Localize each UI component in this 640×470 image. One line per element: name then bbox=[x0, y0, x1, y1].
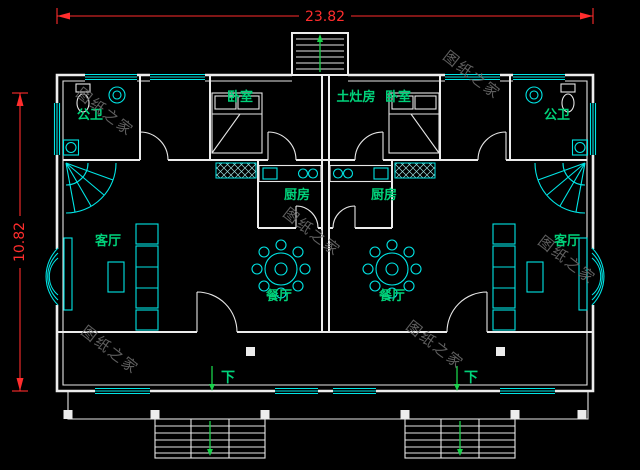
entrance-steps-right bbox=[404, 418, 516, 459]
dining-table-left bbox=[251, 239, 311, 299]
dim-arrow-icon bbox=[580, 12, 593, 20]
bed-right bbox=[388, 92, 440, 154]
doors bbox=[139, 131, 507, 333]
bay-window-right bbox=[588, 247, 605, 306]
window bbox=[52, 103, 62, 155]
dimension-height-label: 10.82 bbox=[12, 222, 28, 262]
dimension-left: 10.82 bbox=[12, 92, 29, 392]
down-arrow-icon bbox=[207, 449, 213, 456]
door-bedroom-right bbox=[354, 131, 384, 161]
label-down-right: 下 bbox=[464, 370, 478, 386]
column bbox=[496, 347, 505, 356]
watermark-text: 图纸之家 bbox=[78, 322, 143, 378]
bay-window-left bbox=[45, 247, 62, 306]
tv-cabinet-left bbox=[63, 237, 73, 311]
column bbox=[246, 347, 255, 356]
kitchen-right-counter bbox=[329, 164, 393, 183]
down-arrow-icon bbox=[209, 384, 215, 391]
dimension-width-label: 23.82 bbox=[305, 9, 345, 25]
windows bbox=[45, 72, 605, 396]
dim-arrow-icon bbox=[16, 378, 24, 391]
door-kitchen-right bbox=[332, 205, 356, 229]
interior-walls bbox=[57, 74, 593, 333]
wardrobe-right bbox=[394, 162, 436, 179]
label-bedroom-left: 卧室 bbox=[227, 89, 253, 105]
label-living-right: 客厅 bbox=[554, 233, 580, 249]
down-arrow-icon bbox=[457, 449, 463, 456]
down-arrow-icon bbox=[454, 384, 460, 391]
coffee-table-right bbox=[526, 261, 544, 293]
entrance-steps-left bbox=[154, 418, 266, 459]
label-bath-right: 公卫 bbox=[544, 108, 570, 123]
label-bath-left: 公卫 bbox=[77, 108, 103, 123]
exterior-stair-top bbox=[291, 32, 349, 76]
window bbox=[500, 386, 555, 396]
dimension-top: 23.82 bbox=[56, 7, 594, 25]
window bbox=[588, 103, 598, 155]
window bbox=[445, 72, 500, 82]
tv-cabinet-right bbox=[578, 237, 588, 311]
party-wall bbox=[321, 74, 330, 333]
window bbox=[275, 386, 318, 396]
spiral-stair-right bbox=[534, 162, 586, 214]
window bbox=[85, 72, 137, 82]
label-dining-left: 餐厅 bbox=[265, 288, 292, 304]
window bbox=[513, 72, 565, 82]
bathroom-right-fixtures bbox=[525, 83, 589, 156]
label-bedroom-right: 卧室 bbox=[385, 89, 411, 105]
label-living-left: 客厅 bbox=[95, 233, 121, 249]
door-kitchen-left bbox=[295, 205, 319, 229]
kitchen-left-counter bbox=[258, 164, 322, 183]
window bbox=[333, 386, 376, 396]
stair-up-arrow-icon bbox=[317, 34, 323, 42]
dim-arrow-icon bbox=[16, 93, 24, 106]
door-bedroom-left bbox=[267, 131, 297, 161]
room-labels: 公卫 公卫 卧室 土灶房 卧室 厨房 厨房 客厅 客厅 餐厅 餐厅 下 下 bbox=[77, 89, 580, 386]
sofa-set-right bbox=[492, 223, 588, 331]
label-kitchen-left: 厨房 bbox=[284, 187, 310, 203]
door-bath-right bbox=[477, 131, 507, 161]
door-bath-left bbox=[139, 131, 169, 161]
porch-band bbox=[209, 347, 505, 391]
watermark-text: 图纸之家 bbox=[403, 317, 468, 373]
veranda-edge bbox=[63, 391, 589, 420]
sofa-set-left bbox=[63, 223, 159, 331]
bathroom-left-fixtures bbox=[62, 83, 126, 156]
label-stove-room: 土灶房 bbox=[336, 89, 375, 105]
door-entrance-left bbox=[196, 291, 238, 333]
bed-left bbox=[211, 92, 263, 154]
window bbox=[95, 386, 150, 396]
window bbox=[150, 72, 205, 82]
label-kitchen-right: 厨房 bbox=[371, 187, 397, 203]
door-entrance-right bbox=[446, 291, 488, 333]
dining-table-right bbox=[362, 239, 422, 299]
label-down-left: 下 bbox=[221, 370, 235, 386]
spiral-stair-left bbox=[65, 162, 117, 214]
wardrobe-left bbox=[215, 162, 257, 179]
label-dining-right: 餐厅 bbox=[378, 288, 405, 304]
dim-arrow-icon bbox=[57, 12, 70, 20]
coffee-table-left bbox=[107, 261, 125, 293]
